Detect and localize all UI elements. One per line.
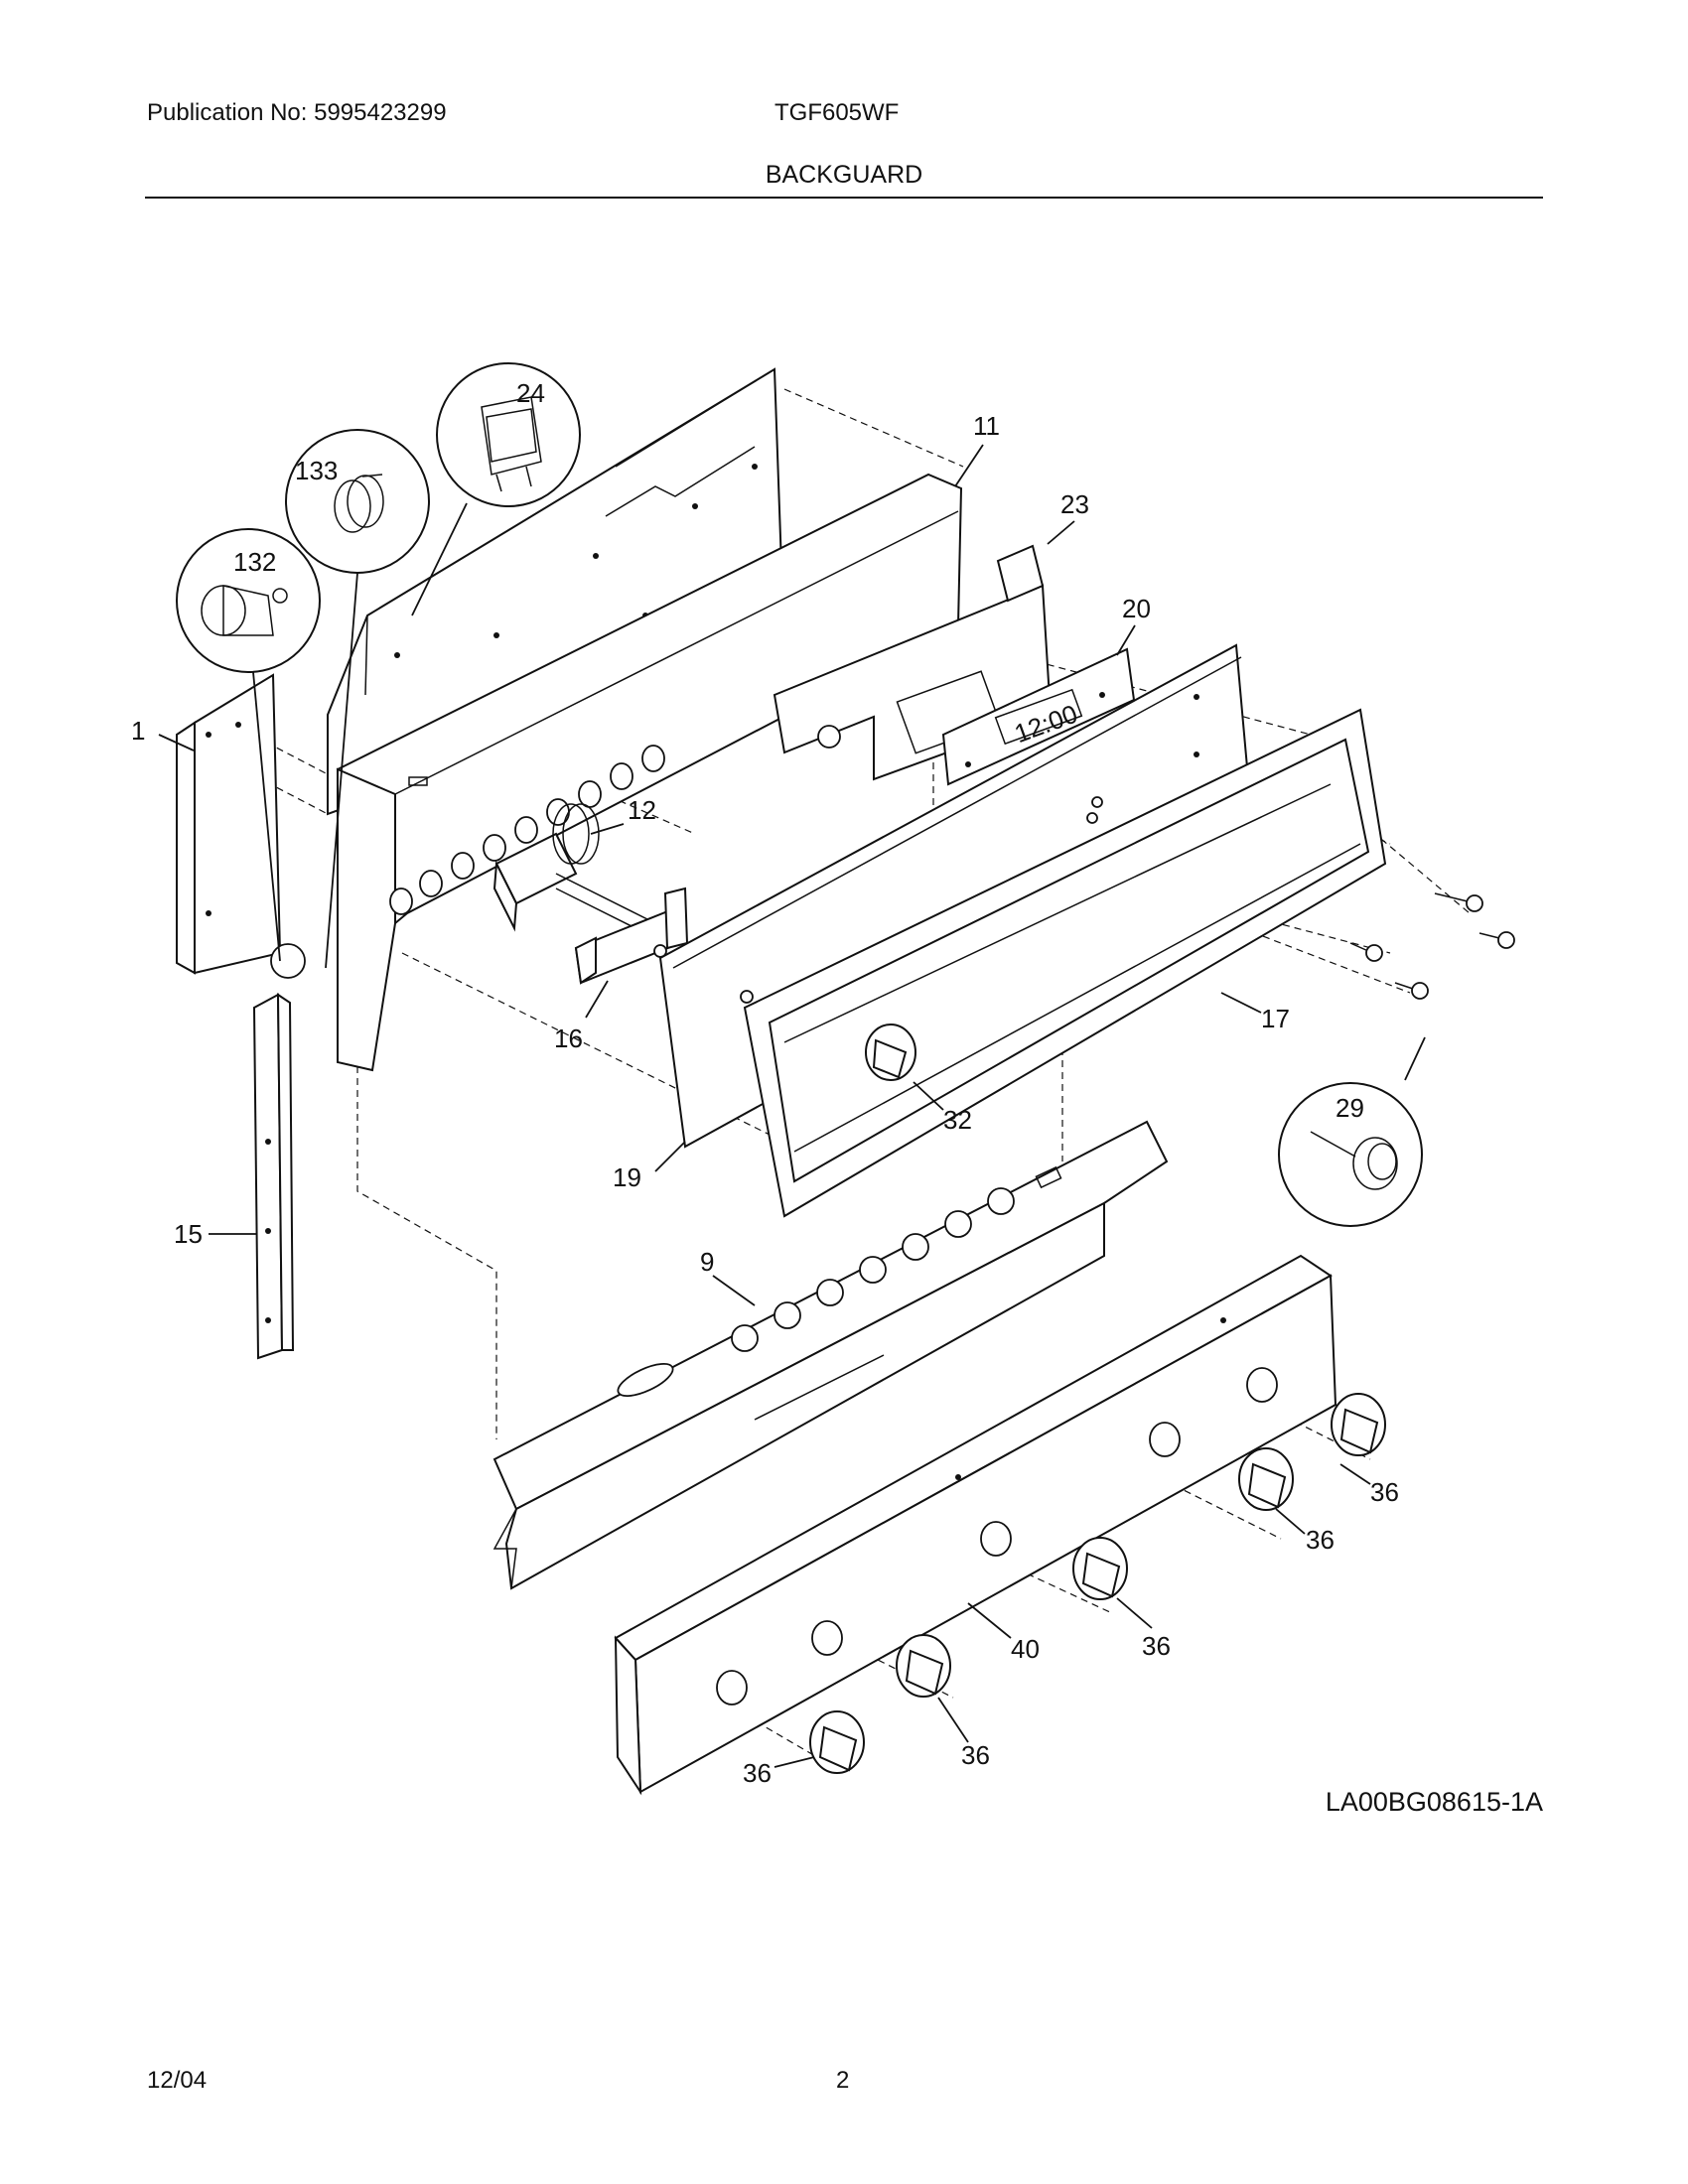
trim-frame [743,708,1387,1218]
diagram-reference-code: LA00BG08615-1A [1325,1787,1543,1817]
callout-32: 32 [943,1105,972,1135]
page-number: 2 [836,2067,850,2094]
rail-burner-holes [731,1187,1015,1352]
callout-24: 24 [516,378,545,408]
callout-20: 20 [1122,594,1151,623]
callout-16: 16 [554,1024,583,1053]
callout-19: 19 [613,1162,641,1192]
detail-circle-132 [176,528,321,673]
burner-knob [1331,1393,1386,1456]
detail-circle-133 [285,429,430,574]
publication-number: Publication No: 5995423299 [147,99,447,126]
burner-knob [1072,1537,1128,1600]
callout-labels: 1 132 133 24 11 23 20 12 16 17 29 19 32 … [131,378,1399,1788]
burner-knob [1238,1447,1294,1511]
publication-date: 12/04 [147,2067,208,2094]
callout-36: 36 [743,1758,772,1788]
callout-36: 36 [1306,1525,1335,1555]
callout-15: 15 [174,1219,203,1249]
burner-knob [809,1710,865,1774]
callout-9: 9 [700,1247,714,1277]
vertical-support [252,993,295,1360]
section-title: BACKGUARD [765,161,923,189]
callout-1: 1 [131,716,145,746]
callout-133: 133 [295,456,338,485]
mounting-bracket [574,887,689,985]
callout-29: 29 [1336,1093,1364,1123]
model-number: TGF605WF [774,99,900,126]
header-rule [145,197,1543,199]
control-rail [492,1120,1169,1590]
burner-knob [896,1634,951,1698]
callout-36: 36 [1370,1477,1399,1507]
callout-12: 12 [628,795,656,825]
detail-circle-24 [436,362,581,507]
callout-17: 17 [1261,1004,1290,1033]
callout-40: 40 [1011,1634,1040,1664]
callout-23: 23 [1060,489,1089,519]
screws [1349,892,1515,1000]
detail-circle-29 [1278,1082,1423,1227]
side-bracket [176,673,306,979]
leader-lines [158,444,1426,1768]
knob-rail [614,1254,1337,1796]
callout-36: 36 [961,1740,990,1770]
burner-knobs [809,1393,1386,1774]
callout-11: 11 [973,411,1000,441]
control-knob-32 [865,1024,916,1081]
callout-132: 132 [233,547,276,577]
knob-holes [716,1367,1278,1706]
callout-36: 36 [1142,1631,1171,1661]
upper-rail [336,473,963,1072]
